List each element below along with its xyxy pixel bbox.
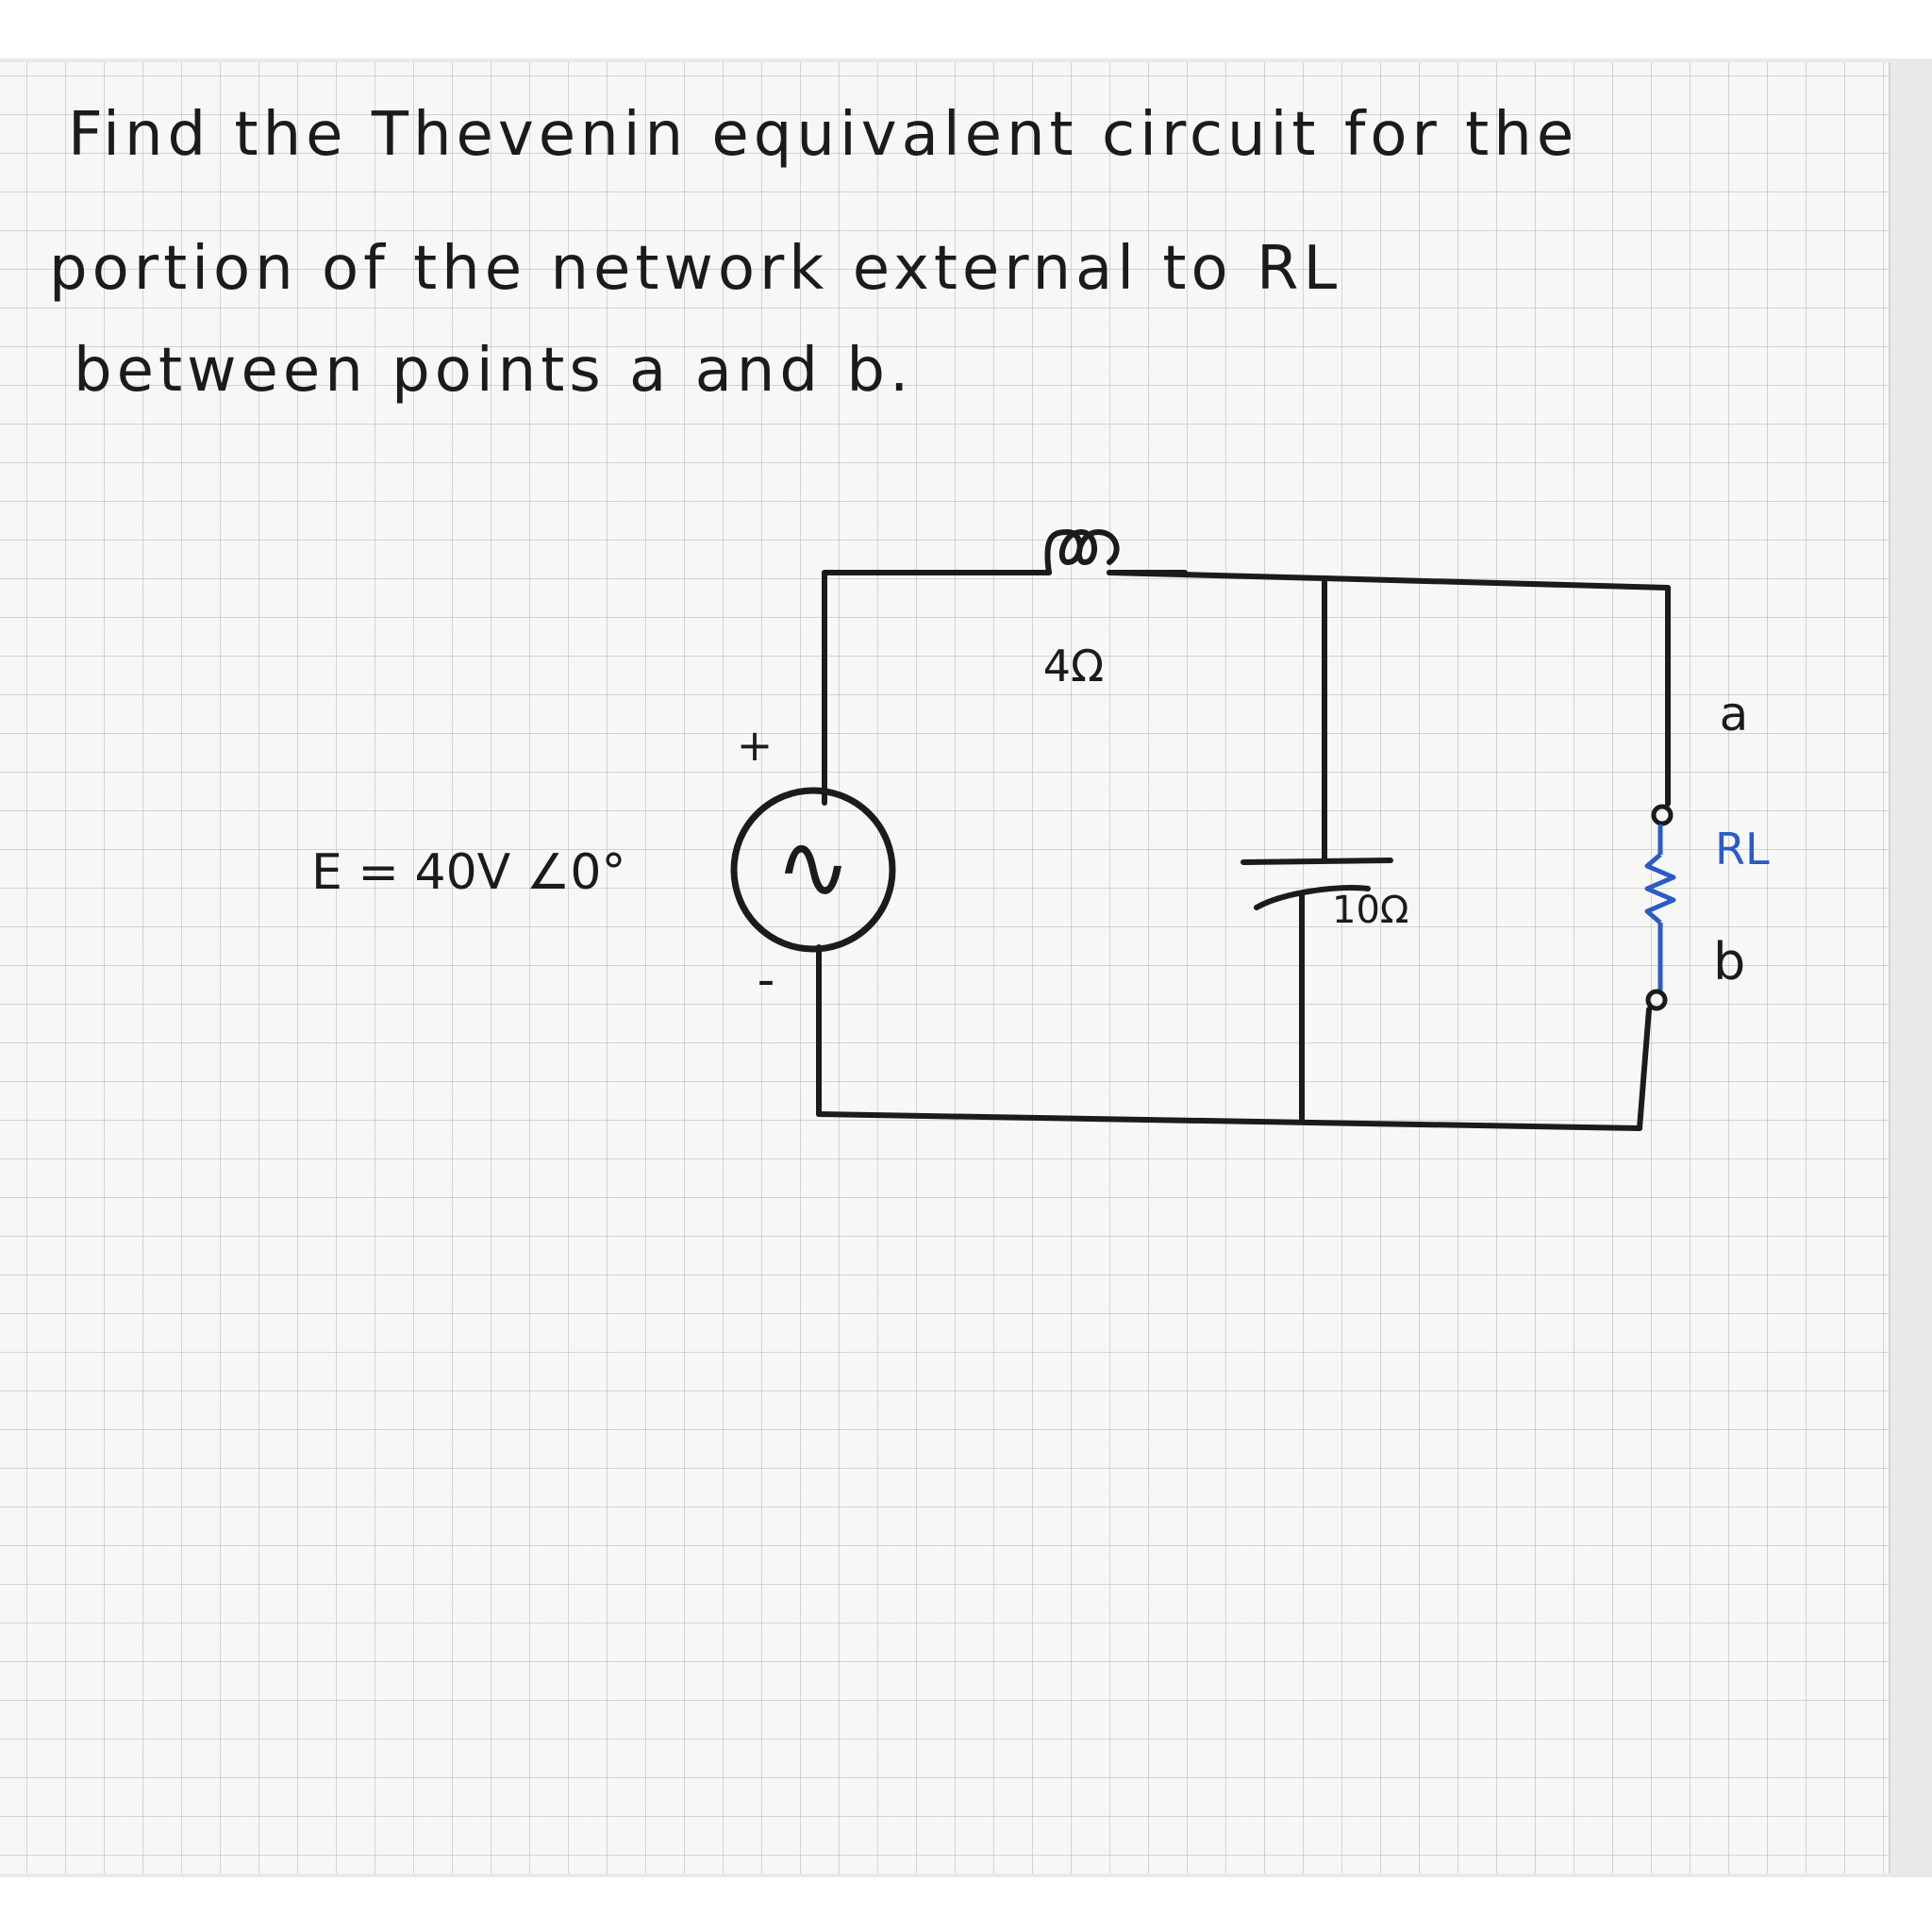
source-value-label: E = 40V ∠0° [311,844,625,901]
wire-left-top [822,570,1052,806]
capacitor-plate-top [1241,858,1393,865]
capacitor-plate-bottom [1254,884,1371,910]
wire-bottom [816,1111,1642,1131]
load-resistor [1644,824,1676,991]
ac-source-symbol: ∿ [775,814,851,920]
wire-top [1107,570,1671,763]
source-plus-label: + [737,720,774,771]
capacitor-value-label: 10Ω [1332,889,1408,932]
problem-line-3: between points a and b. [74,336,914,406]
circuit-diagram: ∿ + - E = 40V ∠0° 4Ω 10Ω a RL b [311,529,1770,1131]
terminal-a-node [1651,804,1674,826]
inductor-value-label: 4Ω [1043,641,1104,691]
wire-right-bottom [1637,1007,1652,1131]
inductor-symbol [1044,529,1188,575]
terminal-a-label: a [1720,687,1749,741]
problem-line-1: Find the Thevenin equivalent circuit for… [68,100,1579,170]
terminal-b-node [1645,989,1668,1011]
problem-line-2: portion of the network external to RL [49,234,1342,304]
graph-paper: Find the Thevenin equivalent circuit for… [0,62,1890,1874]
ac-source: ∿ [730,787,896,953]
terminal-b-label: b [1713,932,1745,991]
load-resistor-label: RL [1715,824,1770,874]
source-minus-label: - [758,952,775,1008]
